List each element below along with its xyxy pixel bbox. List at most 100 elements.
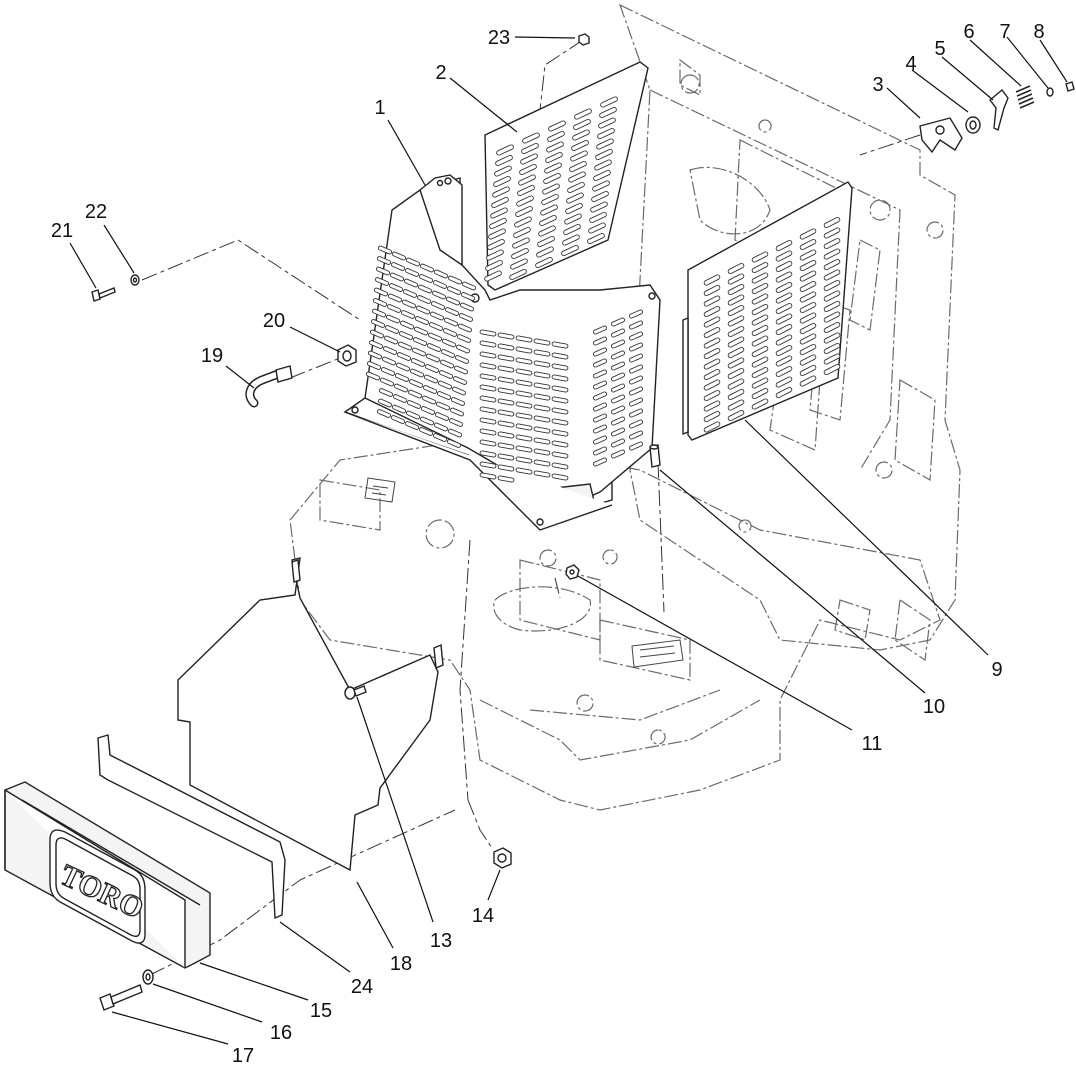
grille-slot [628,331,644,341]
grille-slot [497,431,515,439]
grille-slot [521,142,539,155]
grille-slot [541,193,559,206]
grille-slot [440,349,456,358]
grille-slot [438,370,454,379]
callout-9: 9 [991,659,1002,681]
grille-slot [775,260,793,273]
grille-slot [799,249,817,261]
grille-slot [628,408,644,418]
grille-slot [562,234,580,246]
frame-decal-rear [364,477,396,503]
grille-slot [546,141,564,153]
grille-slot [382,346,398,355]
grille-slot [727,378,745,390]
grille-slot [751,251,769,263]
seal-strip-part-24 [97,734,286,920]
grille-slot [517,184,535,197]
grille-slot [727,325,745,338]
grille-slot [456,334,472,343]
grille-slot [703,400,721,412]
grille-slot [542,183,560,195]
grille-slot [569,160,587,173]
grille-slot [703,389,721,402]
grille-slot [423,374,439,384]
grille-slot [703,368,721,381]
grille-slot [515,423,533,431]
grille-slot [589,211,607,224]
callout-6: 6 [963,21,974,43]
grille-slot [727,294,745,306]
grille-slot [479,450,497,458]
grille-slot [399,320,415,330]
grille-slot [515,467,533,475]
grille-slot [376,409,392,418]
grille-slot [727,346,745,359]
callout-18: 18 [390,953,412,975]
grille-slot [487,238,505,251]
grille-slot [497,475,515,483]
grille-slot [479,461,497,469]
grille-slot [391,251,407,261]
grille-slot [443,317,459,327]
stud-part-10 [649,444,661,468]
grille-slot [799,228,817,240]
grille-slot [433,422,449,432]
grille-slot [751,282,769,295]
grille-slot [432,280,448,289]
grille-slot [497,354,515,362]
grille-slot [628,309,644,319]
grille-slot [515,445,533,453]
grille-slot [775,386,793,399]
grille-slot [509,268,527,281]
grille-slot [799,280,817,293]
grille-slot [511,247,529,260]
grille-slot [533,349,551,357]
grille-slot [497,453,515,461]
grille-slot [380,367,396,376]
grille-slot [515,401,533,409]
grille-slot [751,345,769,358]
grille-slot [385,314,401,324]
grille-slot [452,376,468,385]
grille-slot [551,473,569,481]
grille-slot [497,464,515,472]
grille-slot [599,106,617,119]
grille-slot [419,263,435,273]
grille-slot [592,391,608,401]
grille-slot [485,259,503,272]
grille-slot [415,305,431,315]
grille-slot [703,379,721,391]
grille-slot [775,323,793,336]
grille-slot [823,227,841,239]
grille-slot [375,266,391,276]
grille-slot [515,357,533,365]
callout-7: 7 [999,21,1010,43]
grille-slot [538,225,556,237]
grille-slot [522,132,540,144]
grille-slot [513,226,531,239]
grille-slot [411,347,427,357]
grille-slot [551,462,569,470]
grille-slot [404,421,420,430]
grille-slot [391,404,407,414]
grille-slot [727,336,745,348]
grille-slot [447,428,463,438]
grille-slot [727,283,745,296]
grille-slot [799,301,817,314]
grille-slot [514,216,532,228]
grille-slot [628,441,644,451]
grille-slot [510,258,528,270]
grille-slot [703,347,721,360]
grille-slot [479,362,497,370]
grille-slot [426,343,442,352]
washer-part-22 [130,274,140,286]
grille-slot [376,256,392,265]
grille-slot [551,352,569,360]
grille-slot [775,355,793,367]
grille-slot [823,300,841,313]
grille-slot [799,259,817,272]
callout-1: 1 [374,97,385,119]
callout-21: 21 [51,220,73,242]
grille-slot [479,395,497,403]
screw-part-21 [91,287,116,302]
